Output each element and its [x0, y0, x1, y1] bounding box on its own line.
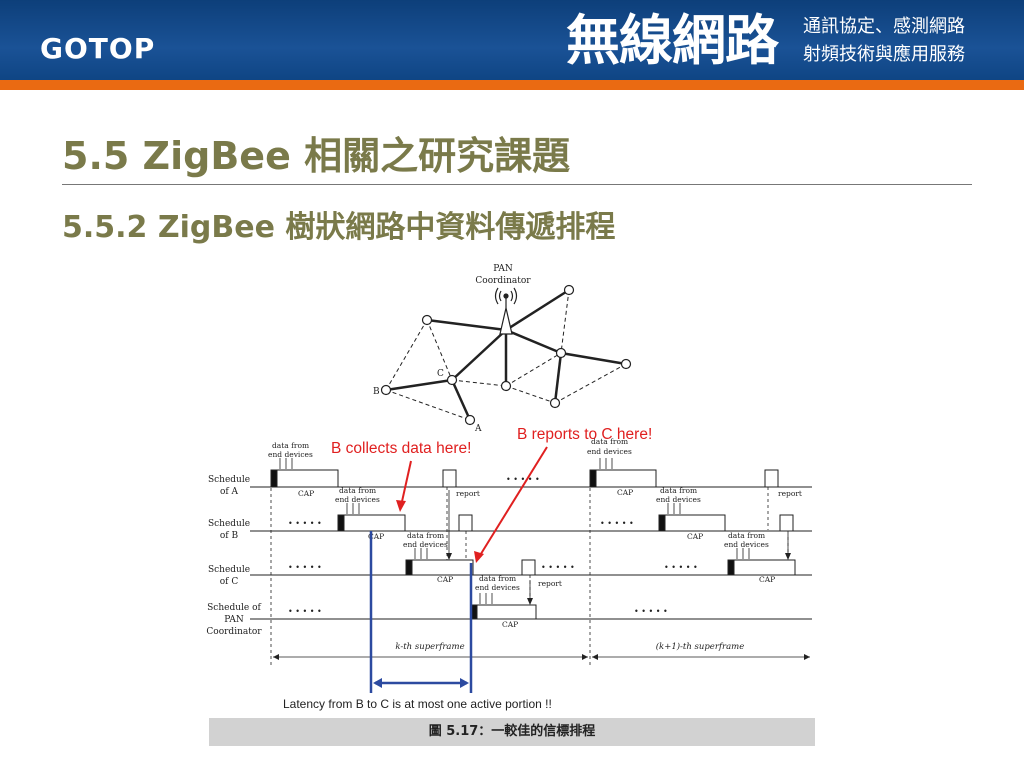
label-end-devices-c: end devices — [403, 540, 448, 549]
slide-subtitle: 5.5.2 ZigBee 樹狀網路中資料傳遞排程 — [62, 210, 616, 245]
label-cap-a: CAP — [298, 489, 314, 498]
mesh-links — [385, 289, 627, 421]
label-cap-b2: CAP — [687, 532, 703, 541]
pan-label-2: Coordinator — [475, 276, 531, 286]
label-data-from-c: data from — [407, 531, 444, 540]
dots-c-mid: • • • • • — [541, 563, 575, 572]
publisher-logo: GOTOP — [40, 32, 156, 65]
row-label-p-1: Schedule of — [207, 603, 261, 613]
node-label-b: B — [373, 387, 380, 397]
label-cap-p: CAP — [502, 620, 518, 629]
row-label-p-3: Coordinator — [206, 627, 262, 637]
row-label-a-1: Schedule — [208, 475, 250, 485]
label-report-c: report — [538, 579, 562, 588]
slide-title: 5.5 ZigBee 相關之研究課題 — [62, 134, 571, 178]
timeline-labels: data from end devices data from end devi… — [268, 437, 802, 629]
pan-label-1: PAN — [493, 264, 513, 274]
book-subtitle-line2: 射頻技術與應用服務 — [803, 44, 965, 65]
label-data-from-a: data from — [272, 441, 309, 450]
network-nodes — [380, 284, 632, 426]
label-data-from-p: data from — [479, 574, 516, 583]
label-end-devices-a2: end devices — [587, 447, 632, 456]
dots-c-right: • • • • • — [664, 563, 698, 572]
label-data-from-a2: data from — [591, 437, 628, 446]
dots-a-mid: • • • • • — [506, 475, 540, 484]
book-title: 無線網路 — [566, 8, 779, 72]
pan-antenna-icon — [494, 287, 518, 335]
dots-p-right: • • • • • — [634, 607, 668, 616]
figure-caption-bar: 圖 5.17：一較佳的信標排程 — [209, 718, 815, 746]
book-subtitle-line1: 通訊協定、感測網路 — [803, 16, 965, 37]
annotation-latency: Latency from B to C is at most one activ… — [283, 697, 552, 711]
label-end-devices-c2: end devices — [724, 540, 769, 549]
row-label-c-2: of C — [220, 577, 239, 587]
superframe-boundaries — [270, 470, 789, 665]
label-cap-b: CAP — [368, 532, 384, 541]
continuation-dots: • • • • • • • • • • • • • • • • • • • • … — [288, 475, 698, 616]
label-cap-c: CAP — [437, 575, 453, 584]
header-accent-bar — [0, 80, 1024, 90]
label-end-devices-a: end devices — [268, 450, 313, 459]
label-end-devices-p: end devices — [475, 583, 520, 592]
node-label-c: C — [437, 369, 444, 379]
tree-links — [385, 288, 627, 421]
network-topology — [380, 284, 632, 426]
dots-c-left: • • • • • — [288, 563, 322, 572]
annotation-b-reports: B reports to C here! — [517, 426, 652, 443]
annotation-arrowheads — [396, 500, 484, 563]
title-divider — [62, 184, 972, 185]
label-kth-superframe: k-th superframe — [395, 642, 464, 652]
figure-caption: 圖 5.17：一較佳的信標排程 — [428, 724, 596, 739]
row-label-p-2: PAN — [224, 615, 244, 625]
dots-b-left: • • • • • — [288, 519, 322, 528]
label-k1th-superframe: (k+1)-th superframe — [656, 641, 745, 652]
label-data-from-c2: data from — [728, 531, 765, 540]
label-end-devices-b2: end devices — [656, 495, 701, 504]
label-cap-c2: CAP — [759, 575, 775, 584]
label-end-devices-b: end devices — [335, 495, 380, 504]
data-arrival-arrows — [279, 458, 750, 604]
superframe-arrowheads — [273, 654, 810, 660]
active-portions — [270, 469, 796, 620]
annotation-arrows — [400, 446, 548, 558]
label-report-a2: report — [778, 489, 802, 498]
row-label-b-1: Schedule — [208, 519, 250, 529]
report-arrowheads — [446, 553, 791, 605]
row-label-a-2: of A — [220, 487, 239, 497]
dots-p-left: • • • • • — [288, 607, 322, 616]
dots-b-right: • • • • • — [600, 519, 634, 528]
annotation-b-collects: B collects data here! — [331, 440, 471, 457]
latency-arrowheads — [373, 678, 469, 688]
label-data-from-b: data from — [339, 486, 376, 495]
row-labels: Schedule of A Schedule of B Schedule of … — [206, 475, 262, 637]
row-label-b-2: of B — [220, 531, 239, 541]
label-cap-a2: CAP — [617, 488, 633, 497]
label-data-from-b2: data from — [660, 486, 697, 495]
header-banner — [0, 0, 1024, 80]
latency-markers — [369, 531, 473, 693]
node-label-a: A — [474, 424, 482, 434]
row-label-c-1: Schedule — [208, 565, 250, 575]
label-report-a: report — [456, 489, 480, 498]
